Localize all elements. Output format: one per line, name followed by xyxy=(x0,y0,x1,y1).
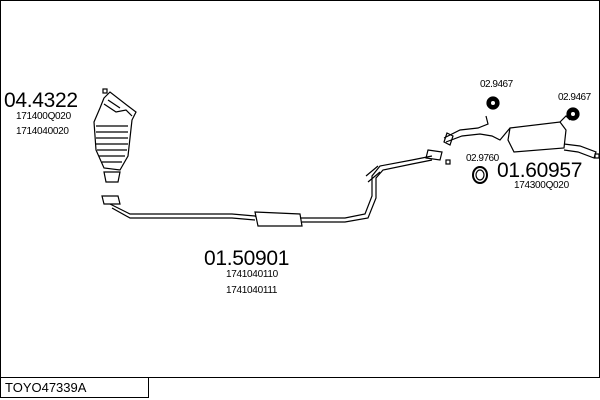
hanger-2-drawing[interactable] xyxy=(566,107,580,121)
oem-number: 174300Q020 xyxy=(514,180,569,191)
rear-silencer-drawing[interactable] xyxy=(443,115,600,180)
part-number-hanger-2[interactable]: 02.9467 xyxy=(558,92,591,103)
oem-number: 1714040020 xyxy=(16,126,69,137)
hanger-1-drawing[interactable] xyxy=(486,96,500,110)
part-number-rear-silencer[interactable]: 01.60957 xyxy=(497,159,583,182)
sealing-ring-drawing[interactable] xyxy=(472,166,488,184)
diagram-code: TOYO47339A xyxy=(0,377,149,398)
oem-number: 1741040110 xyxy=(226,269,278,280)
oem-number: 1741040111 xyxy=(226,285,278,296)
part-number-catalytic-converter[interactable]: 04.4322 xyxy=(4,89,78,112)
part-number-front-pipe[interactable]: 01.50901 xyxy=(204,247,290,270)
oem-number: 171400Q020 xyxy=(16,111,71,122)
part-number-hanger-1[interactable]: 02.9467 xyxy=(480,79,513,90)
catalytic-converter-drawing[interactable] xyxy=(93,88,137,183)
front-pipe-drawing[interactable] xyxy=(101,149,451,227)
part-number-sealing-ring[interactable]: 02.9760 xyxy=(466,153,499,164)
